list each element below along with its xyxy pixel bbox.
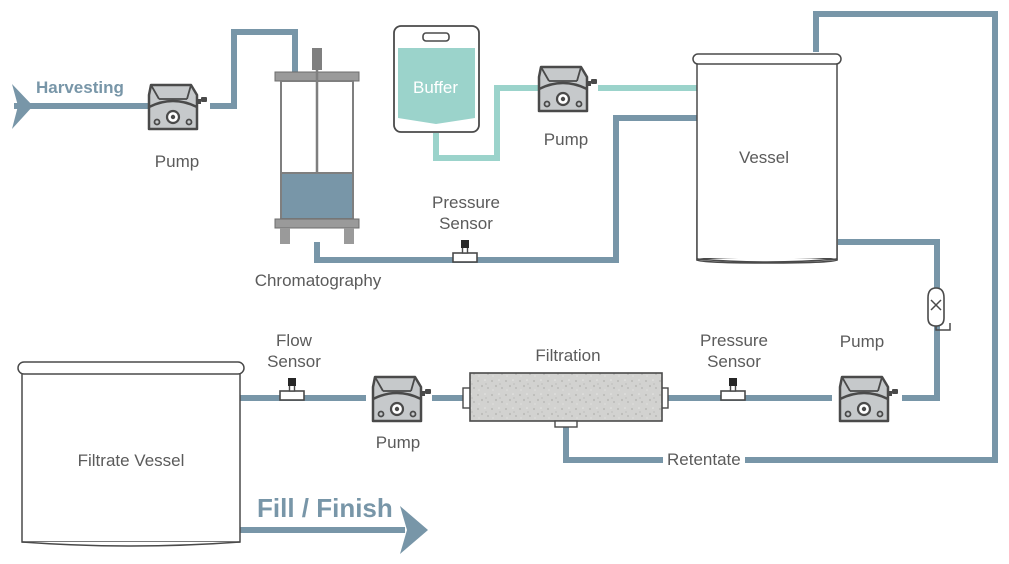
pressure-sensor-icon-top [452,239,478,263]
pressure-sensor-top-line-1: Pressure [431,193,501,212]
pump-label-mid: Pump [375,433,421,452]
pressure-sensor-label-bottom: Pressure Sensor [700,330,768,372]
harvest-arrow-icon [12,84,33,129]
flow-sensor-icon [279,377,305,401]
pump-icon-top-mid [537,65,599,113]
pump-icon-right [838,375,900,423]
pressure-sensor-bottom-line-2: Sensor [707,352,761,371]
buffer-label: Buffer [413,78,459,97]
vessel-label: Vessel [738,148,790,167]
pump-label-top-mid: Pump [543,130,589,149]
pump-to-column-pipe [210,29,298,109]
retentate-label: Retentate [663,449,745,470]
pump-label-top-left: Pump [154,152,200,171]
chromatography-label: Chromatography [254,271,382,290]
vessel-to-pump-pipe [838,239,940,401]
column-to-vessel-pipe [314,115,697,263]
flow-sensor-label: Flow Sensor [267,330,321,372]
filtration-module [462,372,669,428]
harvesting-label: Harvesting [36,78,124,97]
flow-sensor-line-1: Flow [276,331,312,350]
pump-icon-mid [371,375,433,423]
fill-finish-label: Fill / Finish [257,493,393,523]
valve-clamp-icon [927,287,951,331]
buffer-bag [393,25,480,133]
flow-sensor-line-2: Sensor [267,352,321,371]
pump-label-right: Pump [839,332,885,351]
chromatography-column [274,48,360,244]
pressure-sensor-icon-bottom [720,377,746,401]
filtrate-vessel-label: Filtrate Vessel [77,451,185,470]
vessel [692,53,842,264]
pressure-sensor-top-line-2: Sensor [439,214,493,233]
retentate-pipe [563,11,998,463]
filtrate-vessel [17,361,245,547]
buffer-line [433,85,540,161]
pressure-sensor-bottom-line-1: Pressure [699,331,769,350]
pump-icon-top-left [147,83,209,131]
filtration-label: Filtration [535,346,601,365]
pressure-sensor-label-top: Pressure Sensor [432,192,500,234]
fill-finish-arrow-icon [400,506,428,554]
